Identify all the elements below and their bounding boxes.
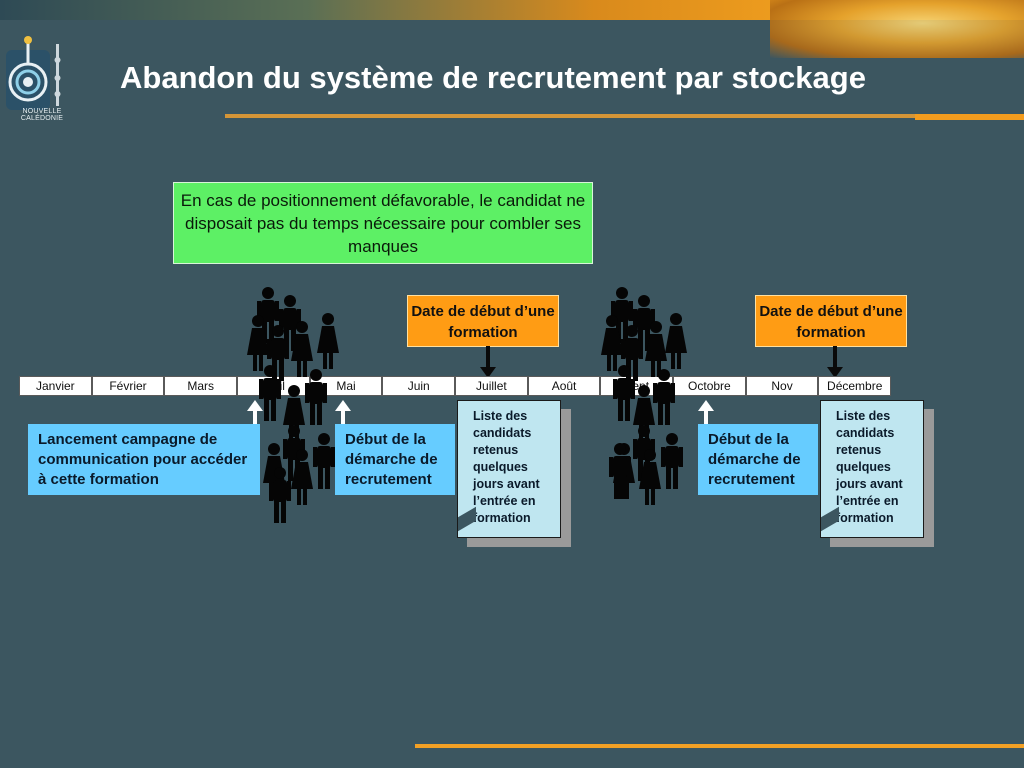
header-coins-image (770, 0, 1024, 58)
start-date-box-2: Date de début d’une formation (755, 295, 907, 347)
people-group-2 (601, 287, 687, 505)
people-group-1 (247, 287, 339, 523)
header-bar: NOUVELLE CALÉDONIE Abandon du système de… (0, 0, 1024, 122)
month-timeline: Janvier Février Mars Avril Mai Juin Juil… (19, 376, 892, 396)
candidate-list-doc-1: Liste des candidats retenus quelques jou… (457, 400, 561, 538)
start-date-box-1: Date de début d’une formation (407, 295, 559, 347)
person-icon (613, 365, 635, 421)
person-icon (653, 369, 675, 425)
person-icon (665, 313, 687, 369)
month-cell: Février (91, 376, 165, 396)
footer-accent-line (415, 744, 1024, 748)
page-title: Abandon du système de recrutement par st… (120, 60, 866, 95)
month-cell: Juillet (455, 376, 528, 396)
note-box: En cas de positionnement défavorable, le… (173, 182, 593, 264)
logo-icon (6, 36, 61, 110)
recruitment-start-box-1: Début de la démarche de recrutement (335, 424, 455, 495)
person-icon (317, 313, 339, 369)
month-cell: Décembre (818, 376, 892, 396)
person-icon (313, 433, 335, 489)
month-cell: Janvier (19, 376, 92, 396)
header-divider-line (225, 114, 915, 118)
recruitment-start-box-2: Début de la démarche de recrutement (698, 424, 818, 495)
header-gradient-band (0, 0, 1024, 20)
header-accent-line (915, 114, 1024, 120)
person-icon (305, 369, 327, 425)
person-icon (661, 433, 683, 489)
logo-caption: NOUVELLE CALÉDONIE (20, 108, 64, 122)
month-cell: Juin (382, 376, 456, 396)
month-cell: Nov (745, 376, 819, 396)
person-icon (259, 365, 281, 421)
campaign-launch-box: Lancement campagne de communication pour… (28, 424, 260, 495)
candidate-list-doc-2: Liste des candidats retenus quelques jou… (820, 400, 924, 538)
month-cell: Mars (164, 376, 238, 396)
month-cell: Octobre (673, 376, 746, 396)
down-arrow-icon (827, 346, 843, 378)
month-cell: Août (527, 376, 601, 396)
down-arrow-icon (480, 346, 496, 378)
